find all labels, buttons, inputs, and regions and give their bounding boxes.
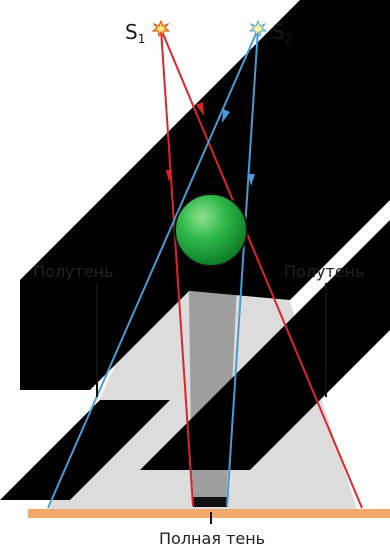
umbra-ground-mark [193,497,227,507]
source-s2-index: 2 [285,32,293,46]
source-s1-index: 1 [138,32,146,46]
ball-obstacle [174,193,248,267]
star-s2-icon [248,19,268,38]
rays-s1 [160,28,363,509]
source-s1-letter: S [125,20,138,44]
source-s1: S1 [125,19,171,46]
umbra-label: Полная тень [159,529,265,548]
source-s2-label: S2 [272,20,292,46]
penumbra-right-label: Полутень [284,262,365,281]
star-s1-icon [151,19,171,38]
ray-s2-arrow-1 [248,174,255,186]
watermark-band-bottom-left [0,400,170,500]
ray-s2-to-ground-right [226,28,259,507]
ray-s2-arrow-2 [222,109,230,123]
ground-surface [28,509,390,518]
ray-s1-arrow-1 [166,170,172,182]
ray-s1-to-ground-left [160,28,194,507]
rays-s2 [47,28,259,509]
penumbra-left-label: Полутень [33,262,114,281]
watermark-band-lower [140,220,390,470]
source-s2: S2 [248,19,292,46]
ray-s1-to-ground-right [160,28,363,509]
source-s2-letter: S [272,20,285,44]
source-s1-label: S1 [125,20,145,46]
ray-s2-to-ground-left [47,28,259,509]
ray-s1-arrow-2 [196,102,204,116]
